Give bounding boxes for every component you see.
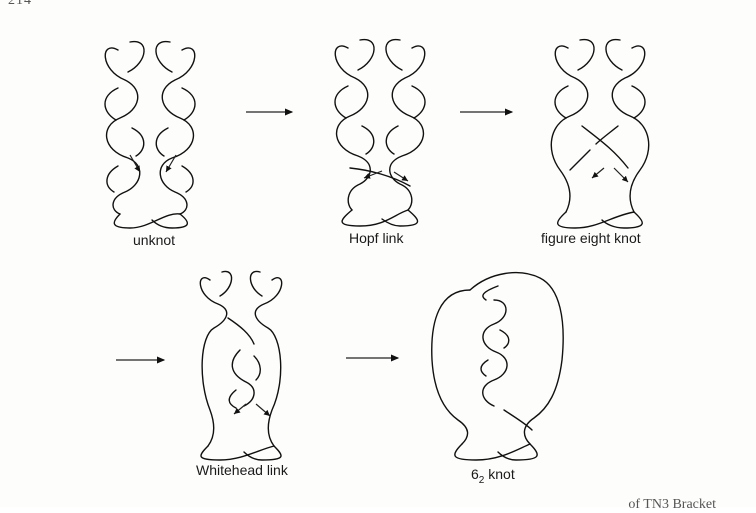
caption-six-two-main: 6 bbox=[471, 466, 479, 482]
caption-figure-eight-knot: figure eight knot bbox=[541, 230, 641, 246]
whitehead-link-diagram bbox=[200, 271, 281, 460]
caption-hopf-link: Hopf link bbox=[349, 230, 403, 246]
figure-eight-diagram bbox=[551, 40, 648, 228]
caption-six-two-knot: 62 knot bbox=[471, 466, 515, 486]
six-two-knot-diagram bbox=[432, 273, 563, 460]
caption-whitehead-link: Whitehead link bbox=[196, 462, 288, 478]
page-footer-fragment: of TN3 Bracket bbox=[628, 497, 716, 513]
caption-unknot: unknot bbox=[133, 232, 175, 248]
unknot-diagram bbox=[105, 42, 195, 228]
hopf-link-diagram bbox=[335, 40, 425, 226]
caption-six-two-subscript: 2 bbox=[479, 475, 485, 486]
caption-six-two-rest: knot bbox=[488, 466, 514, 482]
